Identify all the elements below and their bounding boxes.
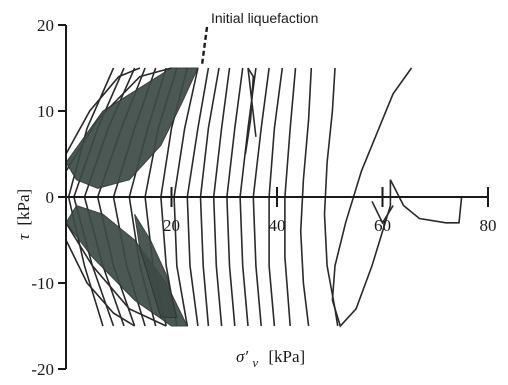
x-axis-title: σ′ v [kPa] xyxy=(236,347,305,371)
y-axis-symbol: τ xyxy=(14,233,33,240)
x-tick-label-60: 60 xyxy=(374,216,391,235)
stress-path-2 xyxy=(371,200,394,225)
axis-ticks: 20 10 0 -10 -20 20 40 60 80 xyxy=(31,16,496,379)
x-tick-label-40: 40 xyxy=(269,216,286,235)
annotation-leader-line xyxy=(200,26,209,67)
dense-region-1 xyxy=(65,67,199,189)
annotation-initial-liquefaction: Initial liquefaction xyxy=(211,10,318,26)
y-tick-label-0: 0 xyxy=(46,188,55,207)
x-tick-label-20: 20 xyxy=(163,216,180,235)
dense-hysteresis-regions xyxy=(65,67,199,327)
stress-path-4 xyxy=(299,67,313,327)
x-axis-symbol: σ′ xyxy=(236,347,248,366)
y-tick-label-10: 10 xyxy=(37,102,54,121)
y-tick-label--20: -20 xyxy=(31,360,54,379)
stress-path-23 xyxy=(65,222,167,327)
stress-path-3 xyxy=(323,67,339,327)
dense-region-3 xyxy=(134,213,178,318)
x-axis-unit: [kPa] xyxy=(268,347,305,366)
x-tick-label-80: 80 xyxy=(480,216,497,235)
stress-path-24 xyxy=(65,67,141,155)
y-axis-unit: [kPa] xyxy=(14,189,33,226)
x-axis-subscript: v xyxy=(252,355,258,370)
stress-path-1 xyxy=(331,67,463,328)
stress-path-25 xyxy=(65,239,136,327)
y-tick-label-20: 20 xyxy=(37,16,54,35)
y-axis-title: τ [kPa] xyxy=(14,189,33,240)
y-tick-label--10: -10 xyxy=(31,274,54,293)
stress-path-26 xyxy=(244,67,257,155)
